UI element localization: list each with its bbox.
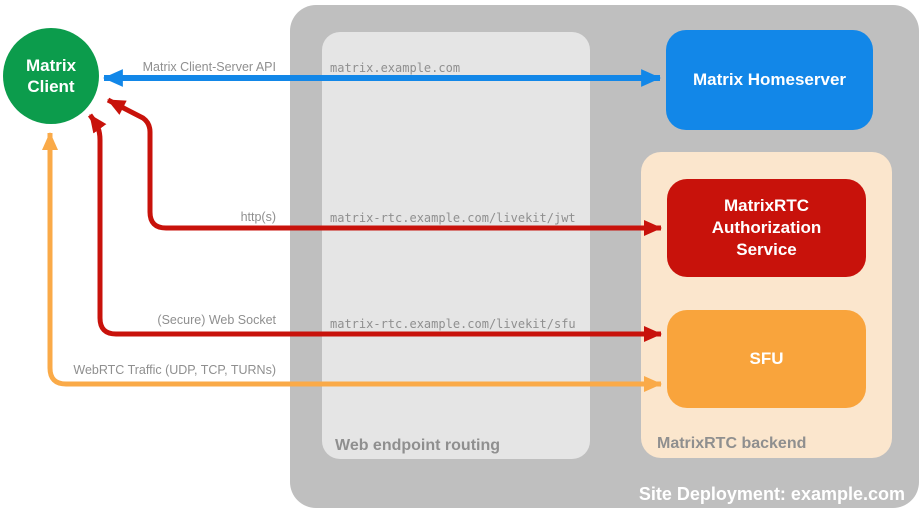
matrix-client-label-line1: Matrix bbox=[25, 56, 77, 75]
matrixrtc-authorization-service-label: MatrixRTC Authorization Service bbox=[711, 196, 822, 259]
web-endpoint-routing-caption: Web endpoint routing bbox=[335, 437, 501, 454]
web-endpoint-routing-panel bbox=[322, 32, 590, 459]
matrixrtc-backend-caption: MatrixRTC backend bbox=[657, 435, 807, 452]
matrix-client-node: Matrix Client bbox=[3, 28, 99, 124]
matrix-homeserver-node: Matrix Homeserver bbox=[666, 30, 873, 130]
client-server-api-arrow-label: Matrix Client-Server API bbox=[142, 60, 276, 74]
sfu-label: SFU bbox=[749, 349, 784, 368]
routing-entry-homeserver: matrix.example.com bbox=[330, 61, 461, 75]
websocket-arrow-label: (Secure) Web Socket bbox=[157, 313, 276, 327]
sfu-node: SFU bbox=[667, 310, 866, 408]
routing-entry-livekit-sfu: matrix-rtc.example.com/livekit/sfu bbox=[330, 317, 576, 331]
site-deployment-title: Site Deployment: example.com bbox=[638, 484, 905, 504]
routing-entry-livekit-jwt: matrix-rtc.example.com/livekit/jwt bbox=[330, 211, 576, 225]
matrix-homeserver-label: Matrix Homeserver bbox=[692, 70, 847, 89]
matrixrtc-authorization-service-node: MatrixRTC Authorization Service bbox=[667, 179, 866, 277]
webrtc-traffic-arrow-label: WebRTC Traffic (UDP, TCP, TURNs) bbox=[73, 363, 276, 377]
matrix-client-label-line2: Client bbox=[27, 77, 75, 96]
https-arrow-label: http(s) bbox=[240, 210, 276, 224]
